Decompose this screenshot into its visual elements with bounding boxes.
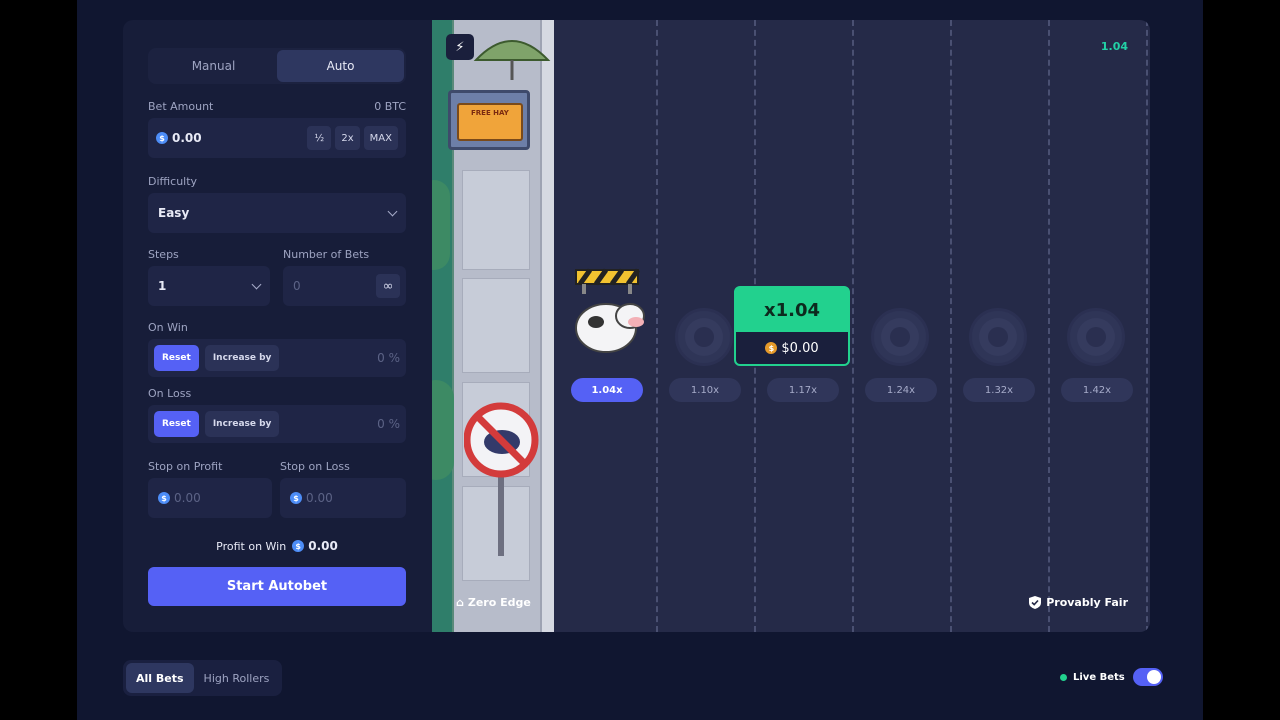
live-bets-toggle[interactable] bbox=[1132, 668, 1163, 686]
on-loss-field: Reset Increase by 0 % bbox=[148, 405, 406, 443]
number-of-bets-input[interactable]: 0 ∞ bbox=[283, 266, 406, 306]
bets-tabs: All Bets High Rollers bbox=[123, 660, 283, 696]
win-card-value: $ $0.00 bbox=[736, 332, 848, 364]
usd-coin-icon: $ bbox=[292, 540, 305, 552]
multiplier-step-2[interactable]: 1.10x bbox=[669, 378, 741, 402]
on-win-label: On Win bbox=[148, 321, 188, 334]
house-icon: ⌂ bbox=[456, 596, 464, 609]
shield-check-icon bbox=[1029, 596, 1042, 609]
profit-on-win-value: 0.00 bbox=[308, 539, 338, 553]
live-bets-label: Live Bets bbox=[1073, 671, 1125, 683]
on-win-percent-input[interactable]: 0 % bbox=[377, 351, 400, 365]
tab-manual[interactable]: Manual bbox=[191, 59, 236, 73]
street-scene: FREE HAY bbox=[432, 20, 554, 632]
bush bbox=[432, 180, 450, 270]
bet-controls-panel: Manual Auto Bet Amount 0 BTC $ 0.00 ½ 2x… bbox=[123, 20, 432, 632]
umbrella-icon bbox=[473, 40, 551, 80]
letterbox-left bbox=[0, 0, 77, 720]
max-bet-button[interactable]: MAX bbox=[363, 126, 398, 150]
stop-on-profit-input[interactable]: $ 0.00 bbox=[148, 478, 272, 518]
hay-stand: FREE HAY bbox=[448, 90, 530, 150]
tab-auto[interactable]: Auto bbox=[277, 50, 404, 82]
current-multiplier: 1.04 bbox=[1100, 40, 1128, 53]
road-tile-6[interactable] bbox=[1067, 308, 1125, 366]
stop-on-profit-value: 0.00 bbox=[174, 491, 201, 505]
coin-icon: $ bbox=[765, 342, 778, 354]
on-win-field: Reset Increase by 0 % bbox=[148, 339, 406, 377]
usd-coin-icon: $ bbox=[156, 132, 168, 144]
bet-amount-crypto: 0 BTC bbox=[374, 100, 406, 113]
lightning-icon[interactable]: ⚡ bbox=[446, 34, 474, 60]
double-bet-button[interactable]: 2x bbox=[335, 126, 360, 150]
stop-on-loss-label: Stop on Loss bbox=[280, 460, 350, 473]
difficulty-select[interactable]: Easy bbox=[148, 193, 406, 233]
steps-select[interactable]: 1 bbox=[148, 266, 270, 306]
mode-toggle: Manual Auto bbox=[148, 48, 406, 84]
win-card-multiplier: x1.04 bbox=[763, 299, 821, 321]
road-tile-5[interactable] bbox=[969, 308, 1027, 366]
stop-on-loss-value: 0.00 bbox=[306, 491, 333, 505]
live-bets-control: Live Bets bbox=[1060, 668, 1163, 686]
provably-fair-link[interactable]: Provably Fair bbox=[1029, 596, 1128, 609]
bet-amount-value: 0.00 bbox=[172, 131, 202, 145]
stop-on-loss-input[interactable]: $ 0.00 bbox=[280, 478, 406, 518]
on-win-reset-button[interactable]: Reset bbox=[154, 345, 199, 371]
letterbox-right bbox=[1203, 0, 1280, 720]
tab-all-bets[interactable]: All Bets bbox=[126, 663, 194, 693]
profit-on-win: Profit on Win $ 0.00 bbox=[148, 539, 406, 553]
bet-amount-field[interactable]: $ 0.00 ½ 2x MAX bbox=[148, 118, 406, 158]
stop-on-profit-label: Stop on Profit bbox=[148, 460, 223, 473]
number-of-bets-label: Number of Bets bbox=[283, 248, 370, 261]
on-loss-reset-button[interactable]: Reset bbox=[154, 411, 199, 437]
number-of-bets-value: 0 bbox=[293, 279, 301, 293]
chevron-down-icon bbox=[251, 279, 262, 289]
on-loss-increase-button[interactable]: Increase by bbox=[204, 411, 280, 437]
steps-value: 1 bbox=[158, 279, 167, 293]
multiplier-step-4[interactable]: 1.24x bbox=[865, 378, 937, 402]
infinite-bets-button[interactable]: ∞ bbox=[376, 274, 400, 298]
on-win-increase-button[interactable]: Increase by bbox=[204, 345, 280, 371]
usd-coin-icon: $ bbox=[158, 492, 170, 504]
road-tile-4[interactable] bbox=[871, 308, 929, 366]
zero-edge-badge: ⌂ Zero Edge bbox=[456, 596, 531, 609]
difficulty-label: Difficulty bbox=[148, 175, 198, 188]
profit-on-win-label: Profit on Win bbox=[216, 539, 287, 553]
usd-coin-icon: $ bbox=[290, 492, 302, 504]
game-board: FREE HAY ⚡ x1.04 $ $0.00 bbox=[432, 20, 1150, 632]
half-bet-button[interactable]: ½ bbox=[307, 126, 332, 150]
multiplier-step-5[interactable]: 1.32x bbox=[963, 378, 1035, 402]
hay-stand-sign: FREE HAY bbox=[457, 103, 523, 141]
on-loss-percent-input[interactable]: 0 % bbox=[377, 417, 400, 431]
win-multiplier-card: x1.04 $ $0.00 bbox=[734, 286, 850, 366]
chevron-down-icon bbox=[387, 206, 398, 216]
cow-character-icon bbox=[575, 268, 645, 353]
on-loss-label: On Loss bbox=[148, 387, 192, 400]
curb bbox=[540, 20, 554, 632]
live-indicator-icon bbox=[1060, 673, 1067, 681]
bet-amount-label: Bet Amount bbox=[148, 100, 214, 113]
no-cow-sign-icon bbox=[464, 402, 539, 556]
bush bbox=[432, 380, 454, 480]
tab-high-rollers[interactable]: High Rollers bbox=[203, 671, 270, 685]
start-autobet-button[interactable]: Start Autobet bbox=[148, 567, 406, 606]
road-tile-2[interactable] bbox=[675, 308, 733, 366]
multiplier-step-1[interactable]: 1.04x bbox=[571, 378, 643, 402]
multiplier-step-6[interactable]: 1.42x bbox=[1061, 378, 1133, 402]
multiplier-step-3[interactable]: 1.17x bbox=[767, 378, 839, 402]
steps-label: Steps bbox=[148, 248, 179, 261]
difficulty-value: Easy bbox=[158, 206, 190, 220]
